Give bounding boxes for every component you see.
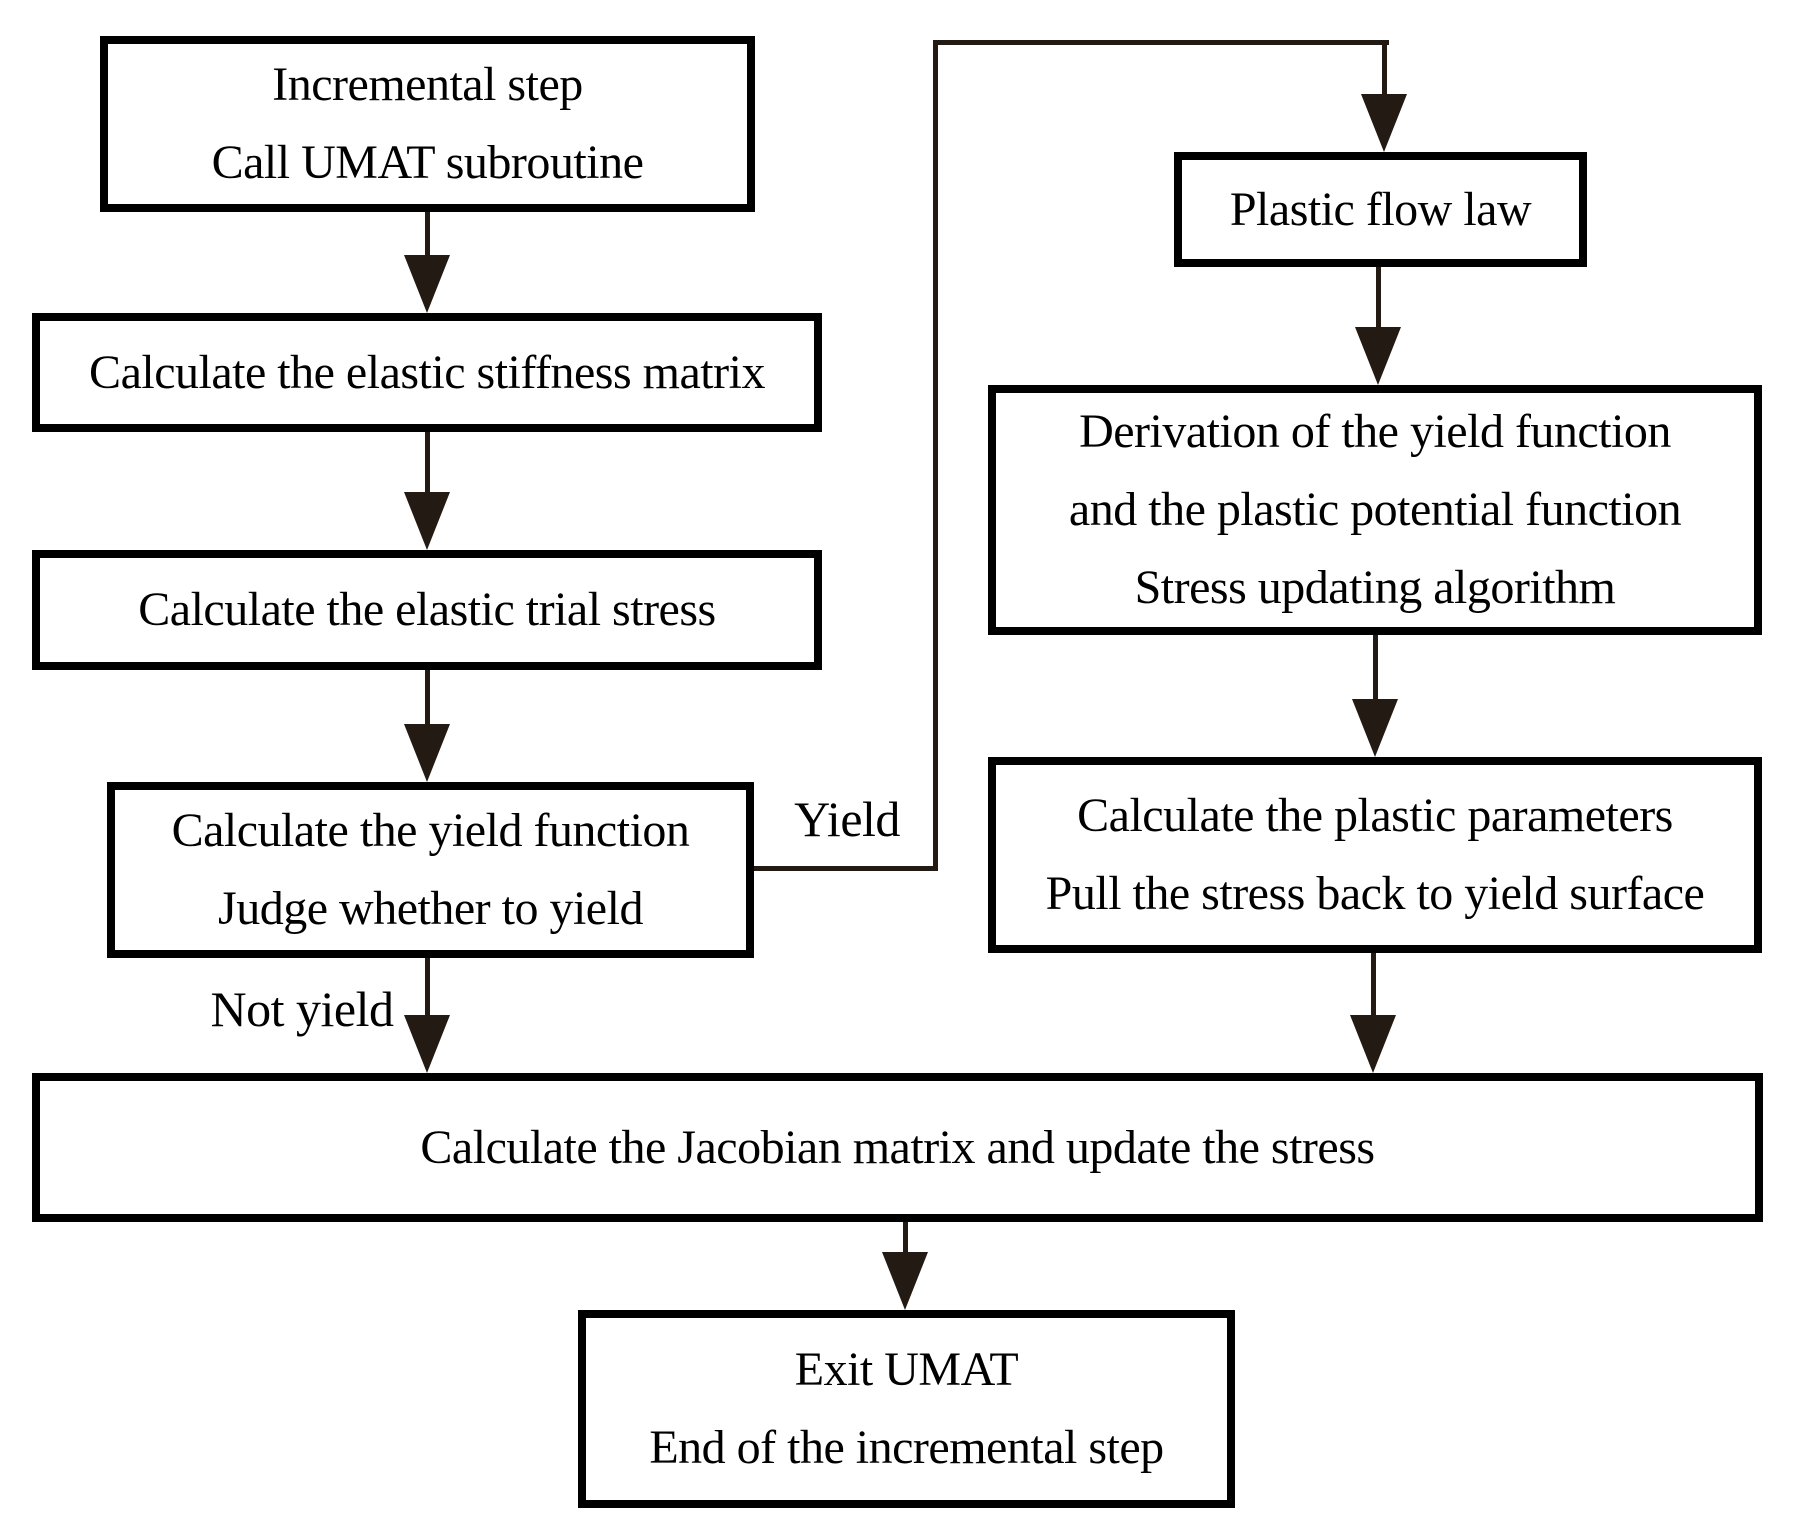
node-elastic-trial-stress: Calculate the elastic trial stress <box>32 550 822 670</box>
node-incremental-step: Incremental step Call UMAT subroutine <box>100 36 755 212</box>
node-exit-umat: Exit UMAT End of the incremental step <box>578 1310 1235 1508</box>
arrow-flowlaw-to-derivation-head <box>1355 327 1401 385</box>
node-yield-derivation: Derivation of the yield function and the… <box>988 385 1762 635</box>
node-jacobian-update: Calculate the Jacobian matrix and update… <box>32 1073 1763 1222</box>
arrow-flowlaw-to-derivation-line <box>1376 267 1381 329</box>
arrow-incremental-to-stiffness-head <box>404 255 450 313</box>
node-text-line: and the plastic potential function <box>1068 483 1682 536</box>
node-text-line: Incremental step <box>272 58 583 111</box>
arrow-trial-to-yieldfn-head <box>404 724 450 782</box>
arrow-notyield-to-jacobian-line <box>425 958 430 1017</box>
arrow-parameters-to-jacobian-line <box>1371 953 1376 1017</box>
node-plastic-flow-law: Plastic flow law <box>1174 152 1587 267</box>
node-text-line: Calculate the plastic parameters <box>1077 789 1673 842</box>
not-yield-branch-label: Not yield <box>210 981 394 1037</box>
node-text-line: Stress updating algorithm <box>1134 561 1616 614</box>
yield-connector-segment-down <box>1382 40 1387 96</box>
yield-connector-segment-top <box>933 40 1389 45</box>
arrow-notyield-to-jacobian-head <box>404 1015 450 1073</box>
node-text-line: Calculate the elastic stiffness matrix <box>89 345 765 399</box>
yield-branch-label: Yield <box>794 791 900 847</box>
node-text-line: Judge whether to yield <box>218 882 643 935</box>
arrow-derivation-to-parameters-line <box>1373 635 1378 701</box>
arrow-stiffness-to-trial-head <box>404 492 450 550</box>
node-text-line: Pull the stress back to yield surface <box>1045 867 1705 920</box>
node-text-line: Derivation of the yield function <box>1079 405 1671 458</box>
node-text-line: Calculate the elastic trial stress <box>138 583 716 636</box>
arrow-stiffness-to-trial-line <box>425 432 430 494</box>
arrow-jacobian-to-exit-head <box>882 1252 928 1310</box>
node-elastic-stiffness-matrix: Calculate the elastic stiffness matrix <box>32 313 822 432</box>
node-text-line: Call UMAT subroutine <box>211 136 644 189</box>
node-text-line: Calculate the Jacobian matrix and update… <box>420 1120 1375 1174</box>
arrow-parameters-to-jacobian-head <box>1350 1015 1396 1073</box>
node-text-line: Exit UMAT <box>794 1343 1019 1396</box>
arrow-incremental-to-stiffness-line <box>425 212 430 257</box>
arrow-derivation-to-parameters-head <box>1352 699 1398 757</box>
node-text-line: Calculate the yield function <box>171 804 690 857</box>
node-plastic-parameters: Calculate the plastic parameters Pull th… <box>988 757 1762 953</box>
node-text-line: Plastic flow law <box>1229 182 1532 236</box>
yield-connector-segment-right <box>754 866 938 871</box>
node-yield-function: Calculate the yield function Judge wheth… <box>107 782 754 958</box>
arrow-trial-to-yieldfn-line <box>425 670 430 726</box>
yield-connector-head <box>1361 94 1407 152</box>
node-text-line: End of the incremental step <box>649 1421 1164 1474</box>
arrow-jacobian-to-exit-line <box>903 1222 908 1254</box>
yield-connector-segment-up <box>933 40 938 871</box>
